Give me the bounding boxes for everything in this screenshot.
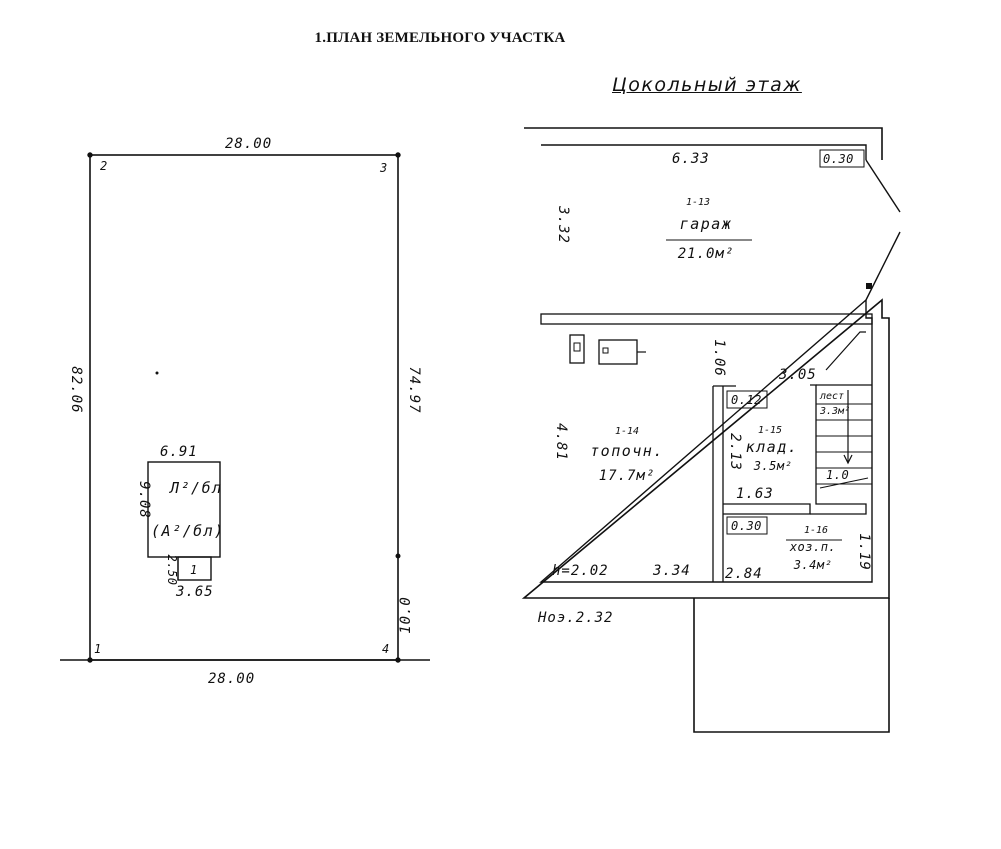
stairs-name: лест	[819, 391, 844, 402]
site-bottom-dim: 28.00	[208, 671, 255, 687]
stairs-area: 3.3м²	[819, 406, 850, 417]
floor-title: Цокольный этаж	[612, 74, 802, 96]
pantry-depth-dim: 2.13	[727, 433, 743, 471]
site-right-dim: 74.97	[406, 366, 422, 413]
corner-label-4: 4	[382, 642, 389, 656]
boiler-area: 17.7м²	[599, 468, 656, 484]
corner-label-3: 3	[379, 161, 387, 175]
garage-id: 1-13	[686, 197, 710, 208]
utility-width-dim: 2.84	[725, 566, 763, 582]
annex-label: 1	[190, 563, 198, 577]
boiler-depth-dim: 4.81	[553, 423, 569, 461]
annex-width-dim: 3.65	[175, 584, 214, 600]
pantry-bottom-box	[726, 516, 768, 535]
house-width-dim: 6.91	[160, 444, 198, 460]
utility-name: хоз.п.	[789, 540, 836, 554]
boiler-name: топочн.	[590, 442, 664, 460]
corner-point	[395, 152, 401, 158]
boiler-tank	[598, 339, 638, 365]
boiler-height: h=2.02	[552, 563, 609, 579]
pantry-area: 3.5м²	[753, 459, 793, 473]
stairs-inner-dim: 1.0	[826, 468, 849, 482]
garage-door-leaf	[865, 159, 901, 213]
basement-inner-wall	[539, 144, 873, 583]
garage-name: гараж	[680, 215, 733, 233]
site-right-bottom-dim: 10.0	[398, 596, 414, 634]
mark-dot	[155, 371, 159, 375]
utility-id: 1-16	[804, 525, 828, 536]
site-left-dim: 82.06	[68, 366, 84, 413]
house-depth-dim: 9.08	[136, 481, 152, 519]
basement-outer-wall	[521, 127, 890, 599]
site-boundary	[89, 154, 399, 661]
pantry-wall	[723, 503, 811, 515]
house-outline	[147, 461, 221, 558]
boiler-unit	[569, 334, 585, 364]
corner-point	[87, 152, 93, 158]
pantry-id: 1-15	[758, 425, 782, 436]
pantry-top-small: 0.12	[731, 393, 762, 407]
pantry-top-box	[726, 390, 768, 409]
pantry-name: клад.	[746, 438, 799, 456]
house-label-main: Л²/бл	[168, 479, 223, 497]
garage-width-dim: 6.33	[672, 151, 710, 167]
garage-small-box	[819, 149, 865, 168]
boiler-wall	[712, 385, 736, 582]
ground-height: Ноэ.2.32	[537, 610, 613, 626]
corner-label-2: 2	[100, 159, 107, 173]
stair-flight	[825, 331, 866, 371]
house-label-sub: (А²/бл)	[151, 522, 225, 540]
pantry-width-dim: 1.63	[736, 486, 774, 502]
corner-label-1: 1	[94, 642, 101, 656]
boiler-width-dim: 3.34	[652, 563, 691, 579]
site-top-dim: 28.00	[225, 136, 272, 152]
utility-area: 3.4м²	[793, 558, 833, 572]
boundary-point	[395, 553, 401, 559]
utility-side-dim: 1.19	[856, 533, 872, 571]
corner-point	[395, 657, 401, 663]
garage-small-dim: 0.30	[823, 152, 854, 166]
annex-depth-dim: 2.50	[165, 555, 179, 586]
boiler-id: 1-14	[615, 426, 639, 437]
attached-structure	[693, 598, 890, 733]
pantry-bottom-small: 0.30	[731, 519, 762, 533]
partition-wall	[540, 313, 873, 325]
garage-depth-dim: 3.32	[555, 205, 571, 244]
garage-area: 21.0м²	[678, 246, 735, 262]
garage-door-leaf	[865, 231, 901, 301]
stairs-top-dim: 3.05	[778, 367, 817, 383]
corner-point	[87, 657, 93, 663]
site-plan	[60, 152, 430, 663]
boiler-wall-dim: 1.06	[711, 339, 727, 377]
basement-plan	[521, 127, 901, 733]
stairs-wall	[810, 384, 867, 515]
page-title: 1.ПЛАН ЗЕМЕЛЬНОГО УЧАСТКА	[314, 30, 566, 46]
